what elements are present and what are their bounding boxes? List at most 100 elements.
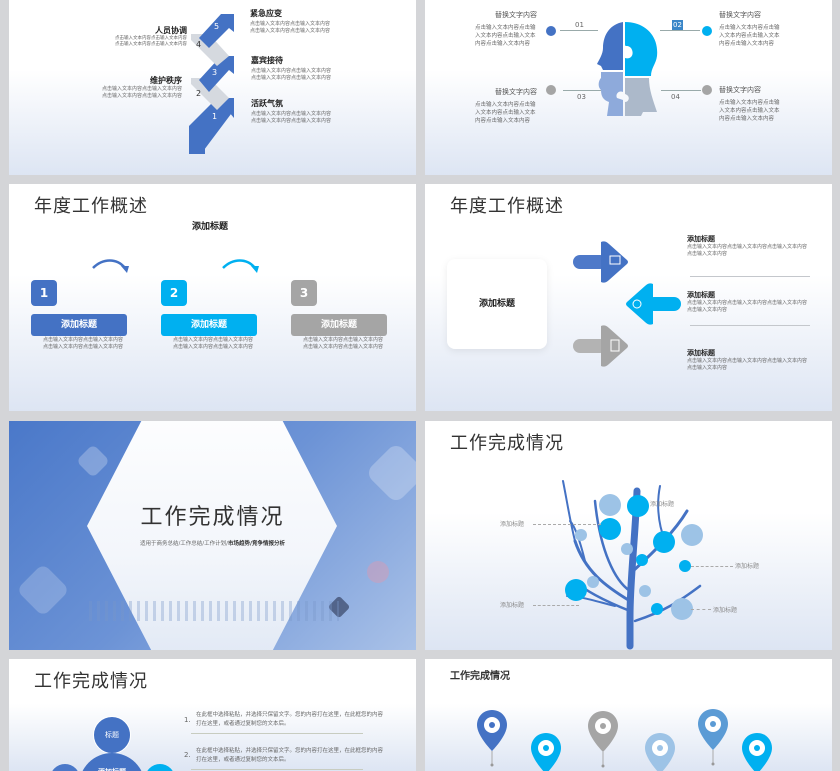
slide-thumbnail-pins[interactable]: 工作完成情况 (425, 659, 832, 771)
circle-top-label: 标题 (105, 731, 119, 739)
step-text: 点击输入文本内容点击输入文本内容 点击输入文本内容点击输入文本内容 (115, 36, 187, 47)
step-number-box: 2 (161, 280, 187, 306)
tree-leaf (636, 554, 648, 566)
item-text: 点击输入文本内容点击输入文本内容点击输入文本内容点击输入文本内容 (719, 100, 780, 122)
step-text: 点击输入文本内容点击输入文本内容 点击输入文本内容点击输入文本内容 (251, 68, 332, 81)
title-card: 添加标题 (447, 259, 547, 349)
chart-icon (546, 26, 556, 36)
step-text: 点击输入文本内容点击输入文本内容 点击输入文本内容点击输入文本内容 (172, 337, 253, 350)
item-text: 点击输入文本内容点击输入文本内容点击输入文本内容点击输入文本内容 (475, 102, 536, 124)
connector-line (560, 30, 598, 31)
tree-label: 添加标题 (713, 607, 738, 614)
item-text: 点击输入文本内容点击输入文本内容点击输入文本内容点击输入文本内容 (687, 244, 808, 257)
curved-arrow-icon (92, 259, 129, 273)
item-title: 替换文字内容 (495, 11, 537, 19)
list-number: 1. (184, 716, 191, 724)
divider (191, 769, 363, 770)
divider (690, 276, 810, 277)
dashed-leader (691, 609, 711, 610)
step-title: 嘉宾接待 (251, 55, 283, 65)
step-number-box: 1 (31, 280, 57, 306)
step-number: 4 (196, 40, 202, 49)
step-number: 3 (212, 68, 218, 77)
tree-leaf (599, 518, 621, 540)
item-text: 点击输入文本内容点击输入文本内容点击输入文本内容点击输入文本内容 (687, 300, 808, 313)
item-title: 替换文字内容 (495, 88, 537, 96)
circle-center: 添加标题 (79, 753, 145, 771)
arrow-right-presentation-icon (573, 241, 628, 283)
slide-title: 年度工作概述 (450, 196, 564, 217)
cover-subtitle: 适用于商务总结/工作总结/工作计划/市场趋势/竞争情报分析 (9, 539, 416, 547)
tree-label: 添加标题 (500, 602, 525, 609)
slide-thumbnail-staircase[interactable]: 1 2 3 4 5 紧急应变 点击输入文本内容点击输入文本内容 点击输入文本内容… (9, 0, 416, 175)
slide-thumbnail-annual-overview-arrows[interactable]: 年度工作概述 添加标题 添加标题 点击输入文本内容点击输入文本内容点击输入文本内… (425, 184, 832, 411)
puzzle-head-graphic (597, 22, 658, 116)
decorative-rounded-square (16, 563, 70, 617)
step-title: 紧急应变 (250, 8, 282, 18)
circle-right (145, 764, 175, 771)
step-text: 点击输入文本内容点击输入文本内容 点击输入文本内容点击输入文本内容 (42, 337, 123, 350)
tree-leaf (653, 531, 675, 553)
city-skyline (89, 601, 339, 621)
item-text: 点击输入文本内容点击输入文本内容点击输入文本内容点击输入文本内容 (687, 358, 808, 371)
cover-subtitle-light: 适用于商务总结/工作总结/工作计划/ (139, 541, 229, 547)
step-text: 点击输入文本内容点击输入文本内容 点击输入文本内容点击输入文本内容 (251, 111, 332, 124)
step-number: 5 (214, 22, 220, 31)
connector-line (563, 90, 601, 91)
slide-thumbnail-section-cover[interactable]: 工作完成情况 适用于商务总结/工作总结/工作计划/市场趋势/竞争情报分析 (9, 421, 416, 650)
list-text: 在此框中选择粘贴，并选择只保留文字。您的内容打在这里，在此框您的内容打在这里，或… (196, 748, 384, 763)
chat-icon (546, 85, 556, 95)
tree-leaf (565, 579, 587, 601)
divider (191, 733, 363, 734)
decorative-rounded-square (76, 444, 110, 478)
slide-thumbnail-annual-overview-steps[interactable]: 年度工作概述 添加标题 1 添加标题 点击输入文本内容点击输入文本内容 点击输入… (9, 184, 416, 411)
pencil-icon (702, 26, 712, 36)
slide-thumbnail-puzzle-head[interactable]: 01 02 03 04 替换文字内容 点击输入文本内容点击输入文本内容点击输入文… (425, 0, 832, 175)
slide-title: 工作完成情况 (450, 433, 564, 454)
tree-leaf (681, 524, 703, 546)
step-title: 人员协调 (155, 25, 187, 35)
item-number: 04 (671, 93, 680, 101)
decorative-circle (367, 561, 389, 583)
tree-leaf (587, 576, 599, 588)
step-number-box: 3 (291, 280, 317, 306)
map-pin-icon (645, 733, 675, 771)
slide-thumbnail-circles-list[interactable]: 工作完成情况 标题 添加标题 1. 在此框中选择粘贴，并选择只保留文字。您的内容… (9, 659, 416, 771)
divider (690, 325, 810, 326)
decorative-rounded-square (364, 441, 416, 505)
map-pin-icon (531, 733, 561, 771)
map-pin-icon (698, 709, 728, 766)
step-text: 点击输入文本内容点击输入文本内容 点击输入文本内容点击输入文本内容 (250, 21, 331, 34)
arrow-left-search-icon (626, 283, 681, 325)
tree-leaf (575, 529, 587, 541)
card-label: 添加标题 (478, 299, 515, 309)
map-pin-icon (742, 733, 772, 771)
step-label-button[interactable]: 添加标题 (291, 314, 387, 336)
slide-title: 年度工作概述 (34, 196, 148, 217)
map-pin-icon (588, 711, 618, 768)
step-label-button[interactable]: 添加标题 (31, 314, 127, 336)
tree-label: 添加标题 (500, 521, 525, 528)
step-label-button[interactable]: 添加标题 (161, 314, 257, 336)
circle-left (50, 764, 80, 771)
slide-subtitle: 添加标题 (192, 222, 229, 232)
tree-leaf (621, 543, 633, 555)
dashed-leader (691, 566, 733, 567)
step-text: 点击输入文本内容点击输入文本内容 点击输入文本内容点击输入文本内容 (101, 86, 182, 99)
staircase-arrows-graphic (189, 14, 234, 154)
slide-thumbnail-tree[interactable]: 工作完成情况 添加标题 添加标题 添加标题 添加标题 添加标题 (425, 421, 832, 650)
step-title: 维护秩序 (150, 75, 182, 85)
item-title: 添加标题 (687, 348, 715, 357)
curved-arrow-icon (222, 259, 259, 273)
connector-line (661, 90, 701, 91)
cover-subtitle-bold: 市场趋势/竞争情报分析 (228, 541, 286, 547)
circle-center-label: 添加标题 (79, 767, 145, 771)
slide-title: 工作完成情况 (450, 671, 510, 682)
tree-leaf (671, 598, 693, 620)
dashed-leader (533, 605, 579, 606)
item-number: 02 (672, 20, 683, 30)
circle-top: 标题 (93, 716, 131, 754)
tree-leaf (627, 495, 649, 517)
item-title: 添加标题 (687, 290, 715, 299)
tree-leaf (639, 585, 651, 597)
